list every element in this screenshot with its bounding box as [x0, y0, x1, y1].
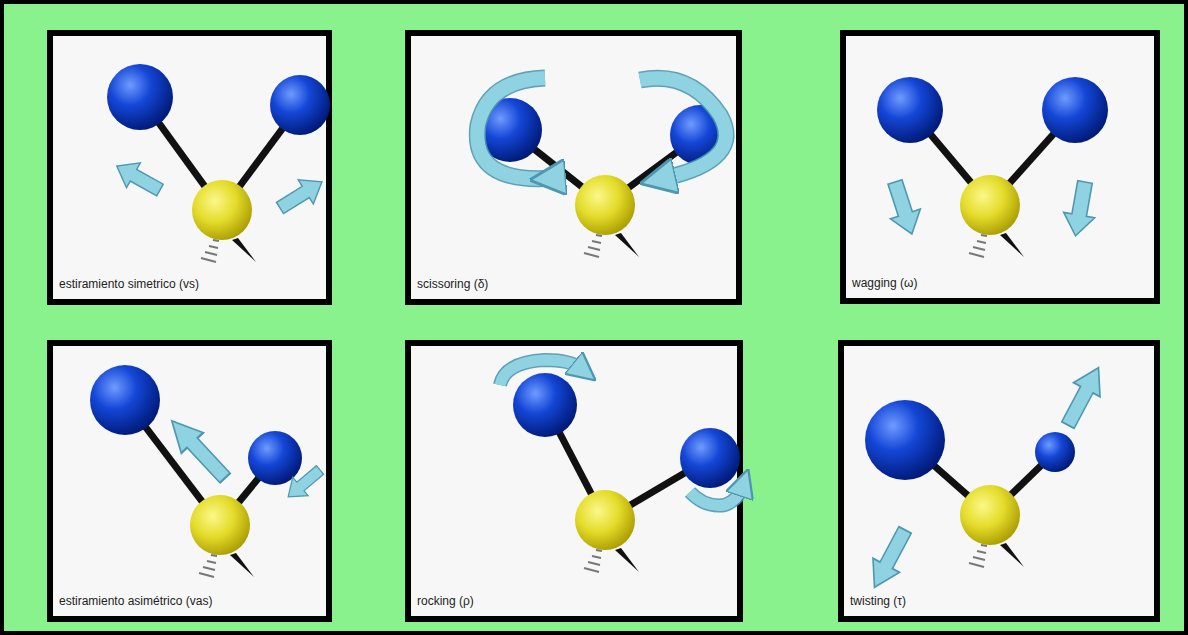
mode-panel: estiramiento asimétrico (vas)	[47, 340, 332, 622]
molecule	[877, 77, 1108, 257]
mode-label: wagging (ω)	[852, 276, 917, 290]
molecule	[477, 78, 730, 257]
molecule	[90, 365, 328, 577]
mode-panel: scissoring (δ)	[405, 30, 742, 305]
mode-label: estiramiento asimétrico (vas)	[59, 594, 212, 608]
mode-panel: twisting (τ)	[838, 340, 1160, 622]
mode-panel: estiramiento simetrico (vs)	[47, 30, 332, 305]
mode-label: twisting (τ)	[850, 594, 906, 608]
molecule	[500, 360, 742, 572]
mode-label: rocking (ρ)	[417, 594, 474, 608]
mode-label: estiramiento simetrico (vs)	[59, 277, 199, 291]
molecule	[107, 64, 330, 262]
mode-label: scissoring (δ)	[417, 277, 488, 291]
mode-panel: rocking (ρ)	[405, 340, 743, 622]
mode-panel: wagging (ω)	[840, 30, 1160, 304]
molecule	[861, 361, 1112, 595]
